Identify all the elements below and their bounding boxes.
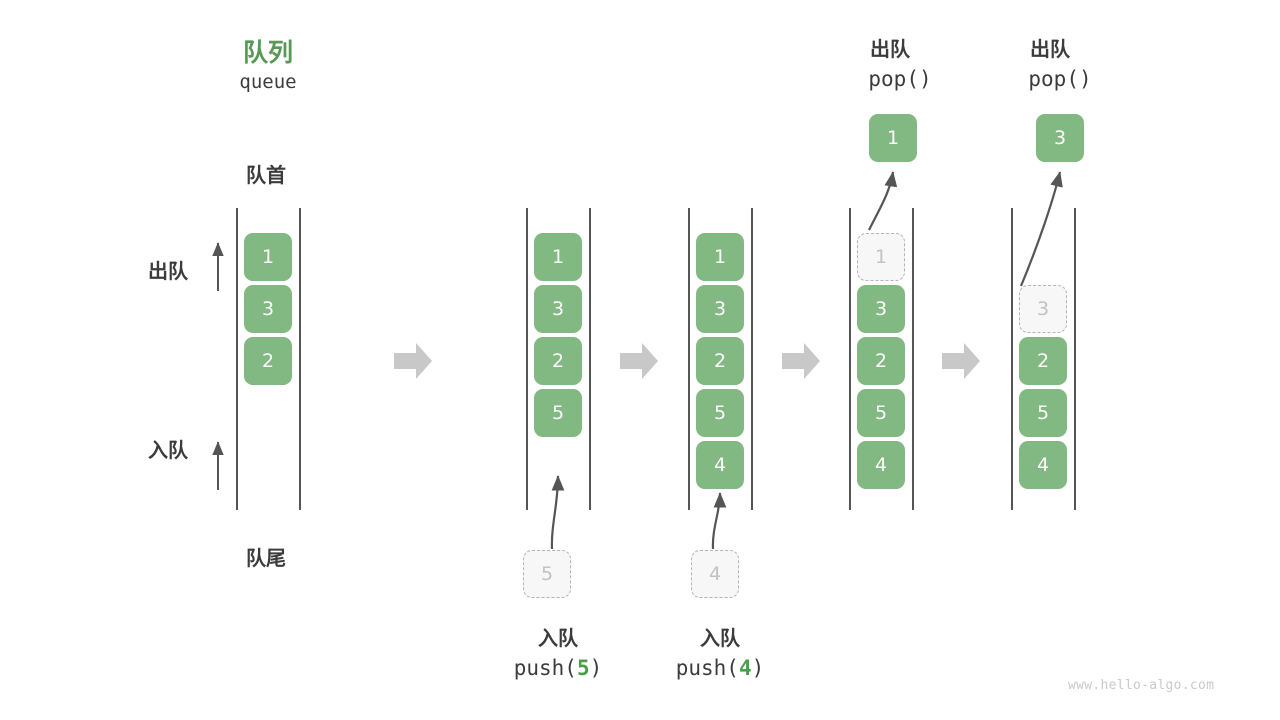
- rail-right: [299, 208, 301, 510]
- step-arrow-icon: [940, 340, 982, 387]
- popped-ghost-cell: 3: [1019, 285, 1067, 333]
- watermark: www.hello-algo.com: [1068, 678, 1215, 693]
- label-rear: 队尾: [246, 546, 286, 570]
- queue-cell: 1: [696, 233, 744, 281]
- step-arrow-icon: [780, 340, 822, 387]
- queue-cell: 3: [696, 285, 744, 333]
- push-5-arrow: [550, 475, 565, 550]
- push-caption-cn: 入队: [538, 626, 578, 650]
- queue-cell: 2: [1019, 337, 1067, 385]
- queue-cell: 4: [857, 441, 905, 489]
- page-title-cn: 队列: [242, 38, 294, 67]
- popped-value-cell: 1: [869, 114, 917, 162]
- label-enqueue: 入队: [148, 438, 188, 462]
- push-prefix: push(: [675, 656, 739, 680]
- rail-right: [912, 208, 914, 510]
- queue-cell: 5: [1019, 389, 1067, 437]
- rail-left: [526, 208, 528, 510]
- rail-left: [688, 208, 690, 510]
- pop-3-arrow: [1019, 171, 1063, 287]
- queue-cell: 2: [534, 337, 582, 385]
- rail-left: [236, 208, 238, 510]
- queue-cell: 5: [696, 389, 744, 437]
- rail-right: [589, 208, 591, 510]
- queue-cell: 4: [696, 441, 744, 489]
- label-front: 队首: [246, 163, 286, 187]
- push-caption-code: push(4): [676, 656, 765, 680]
- push-4-arrow: [711, 492, 727, 550]
- queue-cell: 3: [534, 285, 582, 333]
- pop-caption-code: pop(): [1028, 67, 1092, 91]
- popped-value-cell: 3: [1036, 114, 1084, 162]
- page-title-en: queue: [239, 71, 297, 93]
- push-arg: 5: [576, 656, 590, 680]
- pop-caption-cn: 出队: [870, 37, 910, 61]
- queue-cell: 4: [1019, 441, 1067, 489]
- queue-cell: 5: [534, 389, 582, 437]
- queue-cell: 1: [244, 233, 292, 281]
- rail-right: [751, 208, 753, 510]
- push-paren-close: ): [589, 656, 603, 680]
- push-arg: 4: [738, 656, 752, 680]
- rail-left: [1011, 208, 1013, 510]
- rail-left: [849, 208, 851, 510]
- queue-cell: 1: [534, 233, 582, 281]
- incoming-ghost-cell: 5: [523, 550, 571, 598]
- queue-cell: 2: [696, 337, 744, 385]
- queue-cell: 2: [857, 337, 905, 385]
- queue-cell: 3: [244, 285, 292, 333]
- incoming-ghost-cell: 4: [691, 550, 739, 598]
- pop-caption-cn: 出队: [1030, 37, 1070, 61]
- step-arrow-icon: [392, 340, 434, 387]
- rail-right: [1074, 208, 1076, 510]
- step-arrow-icon: [618, 340, 660, 387]
- push-prefix: push(: [513, 656, 577, 680]
- queue-cell: 3: [857, 285, 905, 333]
- push-caption-code: push(5): [514, 656, 603, 680]
- queue-cell: 5: [857, 389, 905, 437]
- push-caption-cn: 入队: [700, 626, 740, 650]
- pop-caption-code: pop(): [868, 67, 932, 91]
- pop-1-arrow: [868, 171, 898, 231]
- label-dequeue: 出队: [148, 259, 188, 283]
- push-paren-close: ): [751, 656, 765, 680]
- popped-ghost-cell: 1: [857, 233, 905, 281]
- queue-cell: 2: [244, 337, 292, 385]
